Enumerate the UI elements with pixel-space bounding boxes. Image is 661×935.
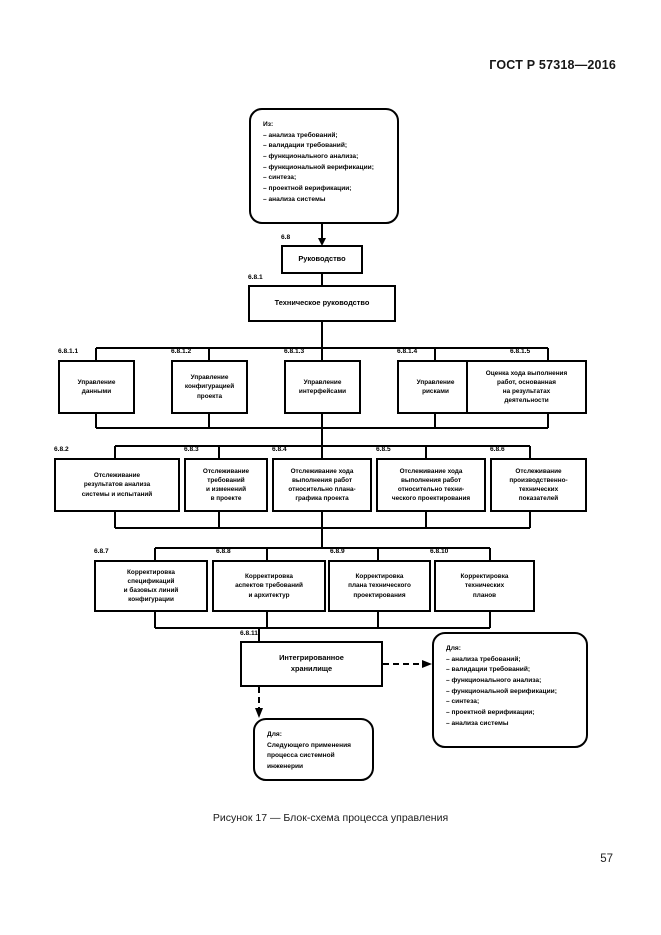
tag-technical-leadership: 6.8.1 [248,274,263,281]
tag-6-8-3: 6.8.3 [184,446,199,453]
source-box: Из:– анализа требований;– валидации треб… [249,108,399,224]
tag-6-8-1-2: 6.8.1.2 [171,348,192,355]
target-box-text: Для:– анализа требований;– валидации тре… [446,645,557,727]
tag-6-8-2: 6.8.2 [54,446,69,453]
document-header: ГОСТ Р 57318—2016 [489,58,616,72]
flowchart-figure: Из:– анализа требований;– валидации треб… [54,108,588,781]
source-box-text: Из:– анализа требований;– валидации треб… [263,121,374,203]
tag-6-8-7: 6.8.7 [94,548,109,555]
figure-caption: Рисунок 17 — Блок-схема процесса управле… [212,812,449,824]
tag-6-8-8: 6.8.8 [216,548,231,555]
tag-6-8-6: 6.8.6 [490,446,505,453]
node-leadership: Руководство [281,245,363,274]
node-technical-leadership: Техническое руководство [248,285,396,322]
tag-leadership: 6.8 [281,234,291,241]
tag-6-8-1-1: 6.8.1.1 [58,348,79,355]
connector-lines [95,224,549,718]
tag-6-8-9: 6.8.9 [330,548,345,555]
tag-6-8-10: 6.8.10 [430,548,449,555]
tag-6-8-5: 6.8.5 [376,446,391,453]
tag-6-8-4: 6.8.4 [272,446,287,453]
tag-6-8-1-4: 6.8.1.4 [397,348,418,355]
tag-6-8-11: 6.8.11 [240,630,258,637]
arrowhead-leadership [318,238,326,246]
tag-6-8-1-3: 6.8.1.3 [284,348,305,355]
target-box: Для:– анализа требований;– валидации тре… [432,632,588,748]
tag-6-8-1-5: 6.8.1.5 [510,348,531,355]
page-number: 57 [600,853,613,865]
